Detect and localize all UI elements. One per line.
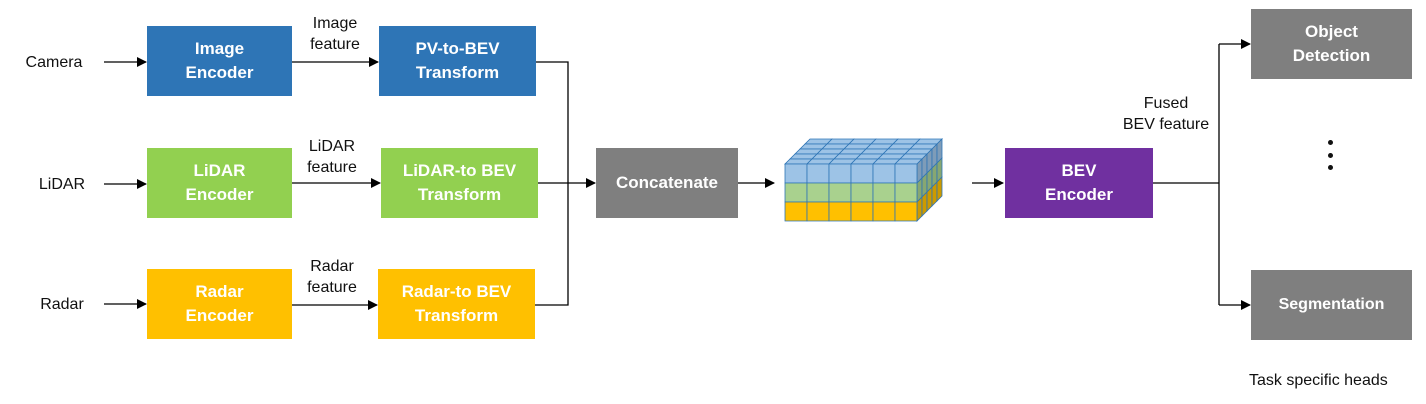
wire-pv-transform-to-bus [536,61,569,183]
bev-grid-side-cell [936,176,943,202]
camera-input-label: Camera [25,54,83,71]
bev-grid-front-cell [806,201,830,222]
bev-grid-front-cell [894,182,918,203]
bev-grid-front-cell [784,201,808,222]
concatenate-box: Concatenate [596,148,738,218]
bev-grid-front-cell [894,201,918,222]
bev-grid-front-cell [850,163,874,184]
bev-grid-front-cell [806,163,830,184]
bev-grid-front-cell [784,182,808,203]
radar-feature-label: Radar feature [307,258,357,296]
bev-grid-front-cell [828,201,852,222]
bev-grid-front-cell [850,182,874,203]
object-detection-box: Object Detection [1251,9,1412,79]
radar-to-bev-transform-box: Radar-to BEV Transform [378,269,535,339]
lidar-to-bev-transform-box: LiDAR-to BEV Transform [381,148,538,218]
bev-grid-front-cell [806,182,830,203]
bev-grid-front-cell [872,163,896,184]
radar-encoder-box: Radar Encoder [147,269,292,339]
lidar-input-label: LiDAR [38,176,86,193]
lidar-encoder-box: LiDAR Encoder [147,148,292,218]
lidar-feature-label: LiDAR feature [307,138,357,176]
bev-grid-front-cell [828,182,852,203]
bev-grid-front-cell [872,182,896,203]
bev-grid-front-cell [894,163,918,184]
task-specific-heads-caption: Task specific heads [1249,372,1388,389]
bev-grid-front-cell [828,163,852,184]
segmentation-box: Segmentation [1251,270,1412,340]
bev-feature-grid [784,138,943,222]
bev-grid-front-cell [850,201,874,222]
bev-grid-front-cell [784,163,808,184]
fused-bev-feature-label: Fused BEV feature [1122,95,1210,133]
bev-grid-front-cell [872,201,896,222]
pv-to-bev-transform-box: PV-to-BEV Transform [379,26,536,96]
vertical-ellipsis-icon [1322,140,1338,170]
wire-radar-transform-to-bus [535,183,569,306]
image-encoder-box: Image Encoder [147,26,292,96]
radar-input-label: Radar [40,296,84,313]
image-feature-label: Image feature [310,15,360,53]
bev-encoder-box: BEV Encoder [1005,148,1153,218]
